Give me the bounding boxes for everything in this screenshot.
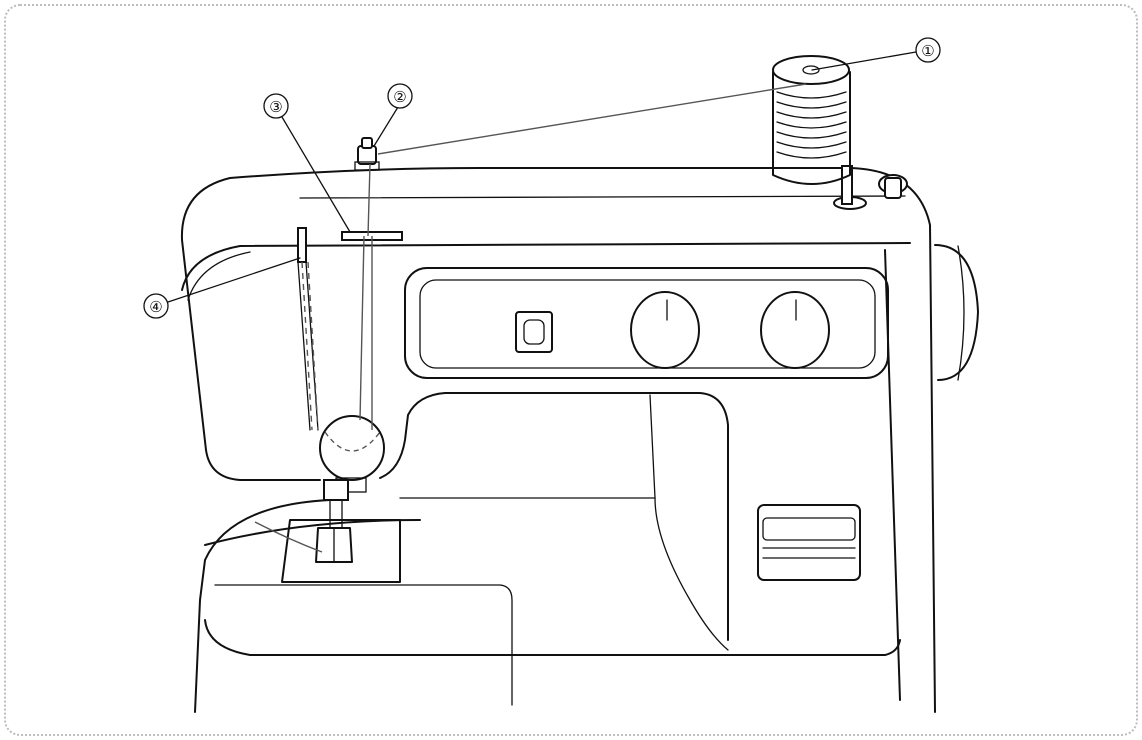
reverse-lever (758, 505, 860, 580)
callout-2: ② (388, 84, 412, 108)
callout-4-label: ④ (149, 298, 162, 316)
callout-2-label: ② (393, 88, 406, 106)
stitch-dial-1 (631, 292, 699, 368)
callout-3: ③ (264, 94, 288, 118)
spool-pin-area (834, 166, 907, 209)
stitch-dial-2 (761, 292, 829, 368)
spool (773, 56, 850, 184)
callout-4: ④ (144, 294, 168, 318)
pattern-window (516, 312, 552, 352)
callout-1-label: ① (921, 42, 934, 60)
control-panel (405, 268, 888, 580)
thread-take-up-lever (298, 228, 318, 430)
callout-1: ① (916, 38, 940, 62)
leader-lines (168, 52, 916, 302)
callout-3-label: ③ (269, 98, 282, 116)
spool-thread-windings (777, 92, 846, 158)
